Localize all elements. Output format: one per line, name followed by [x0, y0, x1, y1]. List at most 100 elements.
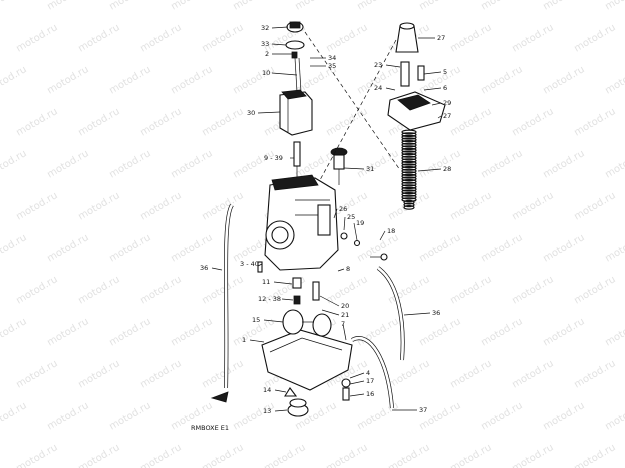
watermark-text: motod.ru — [45, 64, 90, 96]
spring-coil — [401, 163, 417, 169]
leader-line — [337, 268, 345, 272]
callout-37: 37 — [419, 406, 427, 414]
leader-line — [274, 409, 288, 412]
watermark-text: motod.ru — [138, 106, 183, 138]
leader-line — [349, 372, 365, 379]
watermark-text: motod.ru — [417, 148, 462, 180]
watermark-text: motod.ru — [417, 0, 462, 13]
callout-12-38: 12 - 38 — [258, 295, 281, 303]
watermark-text: motod.ru — [448, 274, 493, 306]
watermark-text: motod.ru — [541, 0, 586, 13]
top-cover — [387, 61, 446, 131]
watermark-text: motod.ru — [138, 190, 183, 222]
spring-coil — [401, 178, 417, 184]
spring-coil — [401, 137, 417, 143]
spring-coil — [403, 199, 415, 205]
spring-coil — [401, 184, 417, 190]
watermark-text: motod.ru — [14, 358, 59, 390]
callout-3-40: 3 - 40 — [240, 260, 259, 268]
watermark-text: motod.ru — [0, 64, 29, 96]
watermark-text: motod.ru — [603, 148, 625, 180]
spring-coil — [401, 152, 417, 158]
leader-line — [271, 26, 289, 29]
watermark-text: motod.ru — [169, 232, 214, 264]
leader-line — [349, 380, 365, 385]
callout-35: 35 — [328, 62, 336, 70]
spring-coil — [401, 168, 417, 174]
watermark-text: motod.ru — [0, 0, 29, 13]
carburetor-body — [264, 174, 339, 271]
watermark-text: motod.ru — [572, 106, 617, 138]
cable-boot — [395, 22, 419, 53]
callout-13: 13 — [263, 407, 271, 415]
diagram-code: RMBOXE E1 — [191, 424, 229, 432]
callout-18: 18 — [387, 227, 395, 235]
spring-coil — [403, 202, 415, 208]
watermark-text: motod.ru — [417, 232, 462, 264]
watermark-text: motod.ru — [603, 232, 625, 264]
watermark-text: motod.ru — [355, 316, 400, 348]
spring-coil — [401, 186, 417, 192]
watermark-text: motod.ru — [479, 64, 524, 96]
callout-28: 28 — [443, 165, 451, 173]
assembly-guide-lines — [304, 31, 401, 181]
watermark-text: motod.ru — [107, 0, 152, 13]
watermark-text: motod.ru — [200, 22, 245, 54]
callout-11: 11 — [262, 278, 270, 286]
leader-line — [437, 115, 442, 119]
callout-26: 26 — [339, 205, 347, 213]
spring-coil — [401, 194, 417, 200]
leader-line — [281, 298, 294, 301]
leader-line — [403, 312, 431, 316]
watermark-text: motod.ru — [76, 274, 121, 306]
direction-arrow-icon — [210, 391, 229, 403]
watermark-text: motod.ru — [541, 232, 586, 264]
spring-coil — [401, 150, 417, 156]
leader-line — [211, 267, 223, 271]
callout-2: 2 — [265, 50, 269, 58]
watermark-text: motod.ru — [603, 316, 625, 348]
watermark-text: motod.ru — [510, 358, 555, 390]
callout-17: 17 — [366, 377, 374, 385]
spring-coil — [401, 134, 417, 140]
watermark-text: motod.ru — [541, 64, 586, 96]
watermark-text: motod.ru — [293, 0, 338, 13]
callout-7: 7 — [341, 320, 345, 328]
watermark-text: motod.ru — [169, 316, 214, 348]
callout-21: 21 — [341, 311, 349, 319]
watermark-text: motod.ru — [0, 316, 29, 348]
leader-line — [342, 323, 347, 341]
spring-coil — [401, 155, 417, 161]
leader-line — [379, 230, 386, 241]
watermark-text: motod.ru — [107, 232, 152, 264]
float-pair — [282, 309, 332, 337]
leader-line — [319, 295, 340, 307]
watermark-text: motod.ru — [572, 22, 617, 54]
watermark-text: motod.ru — [448, 106, 493, 138]
leader-line — [321, 309, 340, 316]
watermark-text: motod.ru — [200, 106, 245, 138]
watermark-text: motod.ru — [479, 148, 524, 180]
watermark-text: motod.ru — [479, 316, 524, 348]
callout-32: 32 — [261, 24, 269, 32]
leader-line — [423, 87, 442, 91]
watermark-text: motod.ru — [76, 106, 121, 138]
watermark-text: motod.ru — [355, 232, 400, 264]
watermark-text: motod.ru — [45, 232, 90, 264]
watermark-text: motod.ru — [200, 358, 245, 390]
watermark-text: motod.ru — [541, 400, 586, 432]
watermark-text: motod.ru — [355, 148, 400, 180]
watermark-text: motod.ru — [510, 106, 555, 138]
callout-14: 14 — [263, 386, 271, 394]
callout-27: 27 — [443, 112, 451, 120]
watermark-text: motod.ru — [355, 0, 400, 13]
watermark-text: motod.ru — [200, 274, 245, 306]
leader-line — [273, 281, 293, 285]
leader-line — [257, 111, 281, 114]
callout-9-39: 9 - 39 — [264, 154, 283, 162]
leader-line — [385, 87, 396, 91]
callout-36: 36 — [432, 309, 440, 317]
callout-31: 31 — [366, 165, 374, 173]
leader-line — [349, 393, 365, 397]
